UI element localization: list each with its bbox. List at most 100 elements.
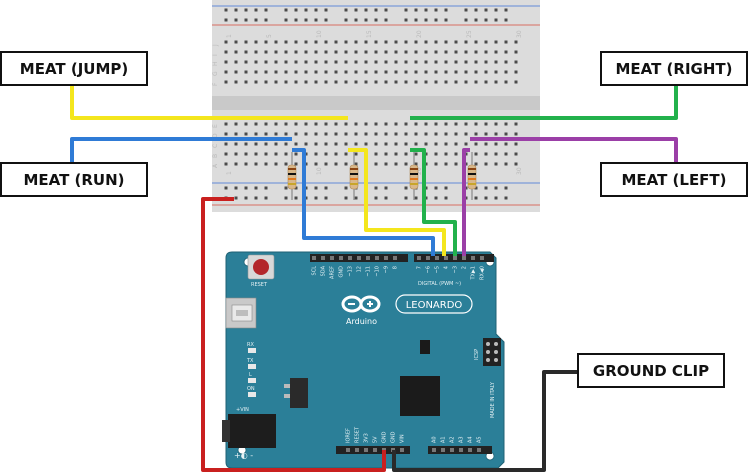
- bottom-pin-label: A1: [441, 436, 447, 443]
- breadboard-hole: [294, 60, 298, 64]
- header-pin: [400, 448, 404, 452]
- wire-black-ground: [392, 370, 578, 472]
- breadboard-hole: [224, 186, 228, 190]
- label-jump: MEAT (JUMP): [20, 60, 128, 78]
- breadboard-hole: [264, 70, 268, 74]
- breadboard-hole: [444, 186, 448, 190]
- breadboard-hole: [284, 196, 288, 200]
- wire-red-5v: [201, 197, 386, 472]
- breadboard-hole: [224, 40, 228, 44]
- breadboard-hole: [254, 132, 258, 136]
- breadboard-hole: [344, 8, 348, 12]
- breadboard-hole: [334, 162, 338, 166]
- reset-button[interactable]: [247, 254, 275, 280]
- bottom-pin-label: A0: [432, 436, 438, 443]
- breadboard-hole: [494, 162, 498, 166]
- breadboard-hole: [314, 8, 318, 12]
- top-pin-label: SDA: [321, 265, 327, 276]
- model-badge: LEONARDO: [395, 294, 473, 314]
- breadboard-hole: [224, 122, 228, 126]
- breadboard-hole: [424, 18, 428, 22]
- breadboard-hole: [414, 60, 418, 64]
- breadboard-hole: [384, 70, 388, 74]
- breadboard-hole: [264, 142, 268, 146]
- breadboard-hole: [514, 50, 518, 54]
- label-box-left: MEAT (LEFT): [600, 162, 748, 197]
- breadboard-hole: [504, 122, 508, 126]
- breadboard-hole: [444, 50, 448, 54]
- wires: [70, 85, 678, 472]
- top-pin-label: ~11: [366, 266, 372, 277]
- breadboard-hole: [484, 18, 488, 22]
- breadboard-hole: [294, 196, 298, 200]
- breadboard-hole: [244, 70, 248, 74]
- top-pin-label: 12: [357, 266, 363, 272]
- breadboard-hole: [254, 196, 258, 200]
- breadboard-hole: [274, 40, 278, 44]
- breadboard-hole: [404, 152, 408, 156]
- breadboard-hole: [304, 40, 308, 44]
- breadboard-hole: [354, 80, 358, 84]
- bb-row-letter: H: [212, 61, 219, 66]
- breadboard-hole: [234, 122, 238, 126]
- top-pin-label: 7: [417, 266, 423, 269]
- bb-col-number: 20: [416, 30, 423, 38]
- breadboard-hole: [494, 18, 498, 22]
- breadboard-hole: [374, 122, 378, 126]
- breadboard-hole: [454, 122, 458, 126]
- breadboard-hole: [464, 60, 468, 64]
- bb-row-letter: A: [212, 163, 219, 168]
- digital-label: DIGITAL (PWM ~): [418, 281, 461, 287]
- breadboard-hole: [374, 8, 378, 12]
- bb-col-number: 1: [226, 171, 233, 175]
- breadboard-hole: [434, 40, 438, 44]
- breadboard-hole: [444, 80, 448, 84]
- breadboard-hole: [354, 40, 358, 44]
- breadboard-hole: [234, 50, 238, 54]
- breadboard-hole: [454, 70, 458, 74]
- breadboard-hole: [314, 132, 318, 136]
- breadboard-hole: [374, 152, 378, 156]
- breadboard-hole: [314, 162, 318, 166]
- bottom-pin-label: A4: [468, 436, 474, 443]
- breadboard-hole: [294, 142, 298, 146]
- led-label: RX: [247, 342, 254, 348]
- breadboard-hole: [224, 70, 228, 74]
- breadboard-hole: [264, 162, 268, 166]
- breadboard-numbers-top: 1 5 10 15 20 25 30: [226, 30, 523, 38]
- header-pin: [366, 256, 370, 260]
- breadboard-hole: [294, 40, 298, 44]
- breadboard-hole: [254, 60, 258, 64]
- header-pin: [417, 256, 421, 260]
- breadboard-hole: [394, 80, 398, 84]
- breadboard-hole: [454, 162, 458, 166]
- breadboard-hole: [374, 70, 378, 74]
- breadboard-hole: [464, 50, 468, 54]
- breadboard-hole: [414, 162, 418, 166]
- model-name: LEONARDO: [406, 300, 463, 311]
- breadboard-hole: [354, 50, 358, 54]
- breadboard-hole: [324, 70, 328, 74]
- top-pin-label: GND: [339, 266, 345, 278]
- breadboard-hole: [364, 80, 368, 84]
- breadboard-hole: [464, 8, 468, 12]
- breadboard-hole: [394, 70, 398, 74]
- breadboard-hole: [444, 8, 448, 12]
- breadboard-hole: [284, 70, 288, 74]
- breadboard-hole: [374, 186, 378, 190]
- breadboard-hole: [384, 50, 388, 54]
- label-run: MEAT (RUN): [23, 171, 124, 189]
- breadboard-hole: [474, 40, 478, 44]
- breadboard-hole: [224, 18, 228, 22]
- breadboard-hole: [244, 186, 248, 190]
- breadboard-hole: [314, 80, 318, 84]
- breadboard-hole: [294, 132, 298, 136]
- label-box-run: MEAT (RUN): [0, 162, 148, 197]
- breadboard-row-letters: J I H G F E D C B A: [212, 44, 219, 168]
- breadboard-hole: [254, 122, 258, 126]
- wire-purple-left: [470, 137, 678, 163]
- breadboard-hole: [344, 18, 348, 22]
- label-box-jump: MEAT (JUMP): [0, 51, 148, 86]
- bb-col-number: 15: [366, 30, 373, 38]
- breadboard-hole: [454, 142, 458, 146]
